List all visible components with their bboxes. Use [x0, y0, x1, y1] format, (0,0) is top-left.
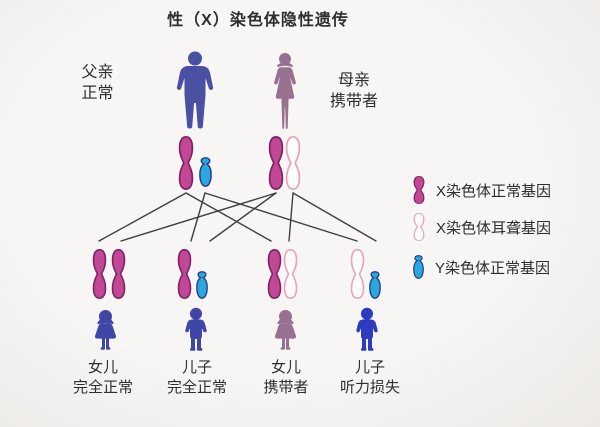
child3-role: 女儿	[270, 359, 301, 376]
legend-label-x-deaf: X染色体耳聋基因	[436, 219, 552, 237]
child1-status: 完全正常	[72, 379, 133, 396]
daughter-carrier-figure-icon	[271, 309, 300, 353]
inheritance-line	[98, 192, 187, 242]
child4-y-chromosome-icon	[369, 271, 381, 299]
father-status: 正常	[81, 85, 114, 102]
child1-x-chromosome-icon	[111, 249, 126, 299]
mother-label: 母亲 携带者	[315, 70, 393, 112]
father-figure-icon	[175, 51, 215, 131]
child3-label: 女儿 携带者	[241, 358, 331, 398]
child2-label: 儿子 完全正常	[152, 358, 242, 398]
mother-status: 携带者	[329, 93, 378, 110]
son-affected-figure-icon	[354, 307, 380, 353]
legend-row-x-deaf: X染色体耳聋基因	[413, 212, 551, 242]
father-role: 父亲	[81, 64, 114, 81]
inheritance-line	[185, 192, 272, 242]
child4-status: 听力损失	[339, 379, 400, 396]
child3-x-normal-chromosome-icon	[267, 249, 282, 299]
x-chromosome-deaf-icon	[413, 213, 425, 241]
child2-role: 儿子	[181, 359, 212, 376]
mother-x-deaf-chromosome-icon	[285, 136, 301, 190]
child4-x-deaf-chromosome-icon	[350, 249, 365, 299]
father-y-chromosome-icon	[199, 157, 212, 187]
legend-label-x-normal: X染色体正常基因	[436, 182, 552, 200]
child1-label: 女儿 完全正常	[58, 358, 148, 398]
father-label: 父亲 正常	[60, 62, 135, 104]
mother-figure-icon	[269, 52, 301, 131]
legend-row-x-normal: X染色体正常基因	[413, 175, 551, 205]
mother-x-normal-chromosome-icon	[268, 136, 284, 190]
legend-label-y-normal: Y染色体正常基因	[435, 259, 551, 277]
child2-x-chromosome-icon	[177, 249, 192, 299]
child3-x-deaf-chromosome-icon	[283, 249, 298, 299]
inheritance-line	[190, 192, 206, 242]
child1-x-chromosome-icon	[92, 249, 107, 299]
inheritance-line	[204, 192, 358, 242]
mother-role: 母亲	[337, 72, 370, 89]
child2-y-chromosome-icon	[196, 271, 208, 299]
child4-role: 儿子	[354, 359, 385, 376]
inheritance-line	[120, 192, 277, 242]
child3-status: 携带者	[263, 379, 309, 396]
legend-row-y-normal: Y染色体正常基因	[413, 254, 550, 280]
child2-status: 完全正常	[166, 379, 227, 396]
child1-role: 女儿	[87, 359, 118, 376]
son-normal-figure-icon	[183, 307, 209, 353]
diagram-title: 性（X）染色体隐性遗传	[167, 12, 349, 29]
x-chromosome-normal-icon	[413, 176, 425, 204]
father-x-chromosome-icon	[178, 136, 194, 190]
inheritance-line	[209, 192, 277, 242]
child4-label: 儿子 听力损失	[325, 358, 415, 398]
inheritance-line	[288, 192, 294, 242]
daughter-normal-figure-icon	[91, 309, 120, 353]
inheritance-line	[292, 192, 377, 242]
y-chromosome-normal-icon	[413, 255, 424, 279]
